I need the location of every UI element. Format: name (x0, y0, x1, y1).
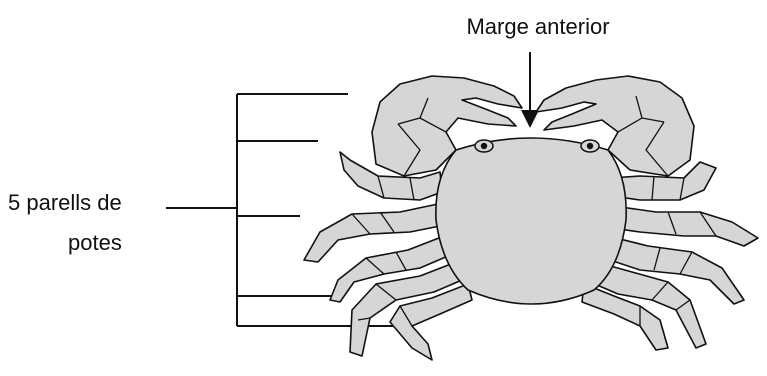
anterior-margin-arrow (521, 52, 539, 128)
legs-bracket (166, 94, 393, 326)
carapace (436, 138, 626, 304)
anterior-margin-label: Marge anterior (466, 14, 609, 39)
legs-label-line1: 5 parells de (8, 190, 122, 215)
right-eye (581, 140, 599, 152)
left-eye (475, 140, 493, 152)
legs-label-line2: potes (68, 230, 122, 255)
